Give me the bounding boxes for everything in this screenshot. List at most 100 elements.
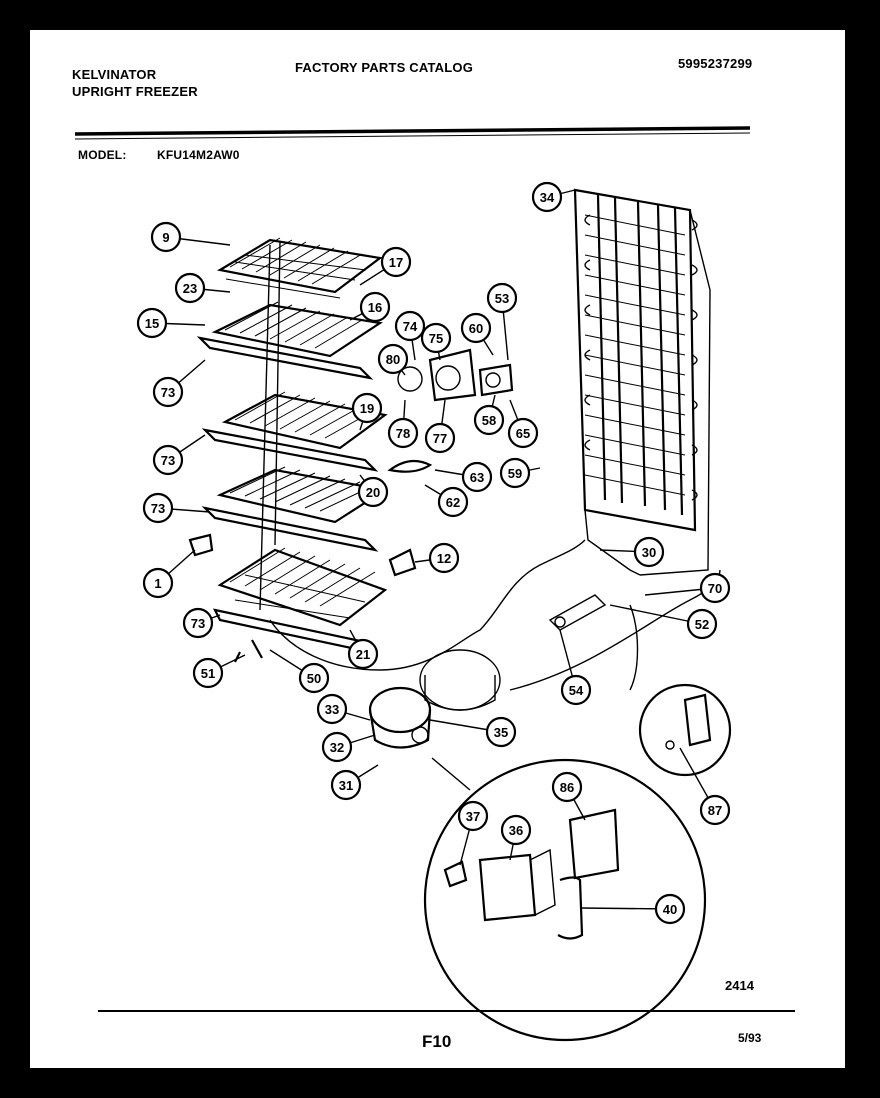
callout-label-30: 30 — [642, 545, 656, 560]
callout-bubble-20 — [357, 476, 389, 508]
callout-label-54: 54 — [569, 683, 584, 698]
part-86 — [568, 808, 620, 880]
part-37 — [443, 860, 468, 888]
callout-bubble-86 — [551, 771, 583, 803]
callout-bubble-1 — [142, 567, 174, 599]
callout-label-32: 32 — [330, 740, 344, 755]
callout-label-37: 37 — [466, 809, 480, 824]
callout-bubble-31 — [330, 769, 362, 801]
shelf-5 — [212, 547, 388, 654]
callout-label-36: 36 — [509, 823, 523, 838]
tubing — [269, 539, 586, 671]
callout-bubble-51 — [192, 657, 224, 689]
callout-bubble-58 — [473, 404, 505, 436]
callout-bubble-65 — [507, 417, 539, 449]
callout-bubble-73 — [152, 444, 184, 476]
callout-bubble-59 — [499, 457, 531, 489]
callout-label-73: 73 — [161, 453, 175, 468]
callout-label-87: 87 — [708, 803, 722, 818]
callout-bubble-34 — [531, 181, 563, 213]
callout-label-78: 78 — [396, 426, 410, 441]
callout-bubble-19 — [351, 392, 383, 424]
callout-bubble-30 — [633, 536, 665, 568]
callout-bubble-80 — [377, 343, 409, 375]
relay-part-36 — [478, 853, 537, 922]
callout-bubble-74 — [394, 310, 426, 342]
callout-label-23: 23 — [183, 281, 197, 296]
callout-label-73: 73 — [161, 385, 175, 400]
catalog-title: FACTORY PARTS CATALOG — [295, 60, 474, 75]
shelf-4 — [201, 466, 388, 552]
callout-label-70: 70 — [708, 581, 722, 596]
callout-bubble-33 — [316, 693, 348, 725]
callout-bubble-75 — [420, 322, 452, 354]
callout-bubble-15 — [136, 307, 168, 339]
callout-bubble-9 — [150, 221, 182, 253]
part-1-clip — [188, 533, 214, 557]
callout-bubble-54 — [560, 674, 592, 706]
callout-bubble-37 — [457, 800, 489, 832]
callout-label-16: 16 — [368, 300, 382, 315]
callout-label-62: 62 — [446, 495, 460, 510]
callout-label-58: 58 — [482, 413, 496, 428]
callout-bubble-73 — [182, 607, 214, 639]
callout-bubble-32 — [321, 731, 353, 763]
brand-label: KELVINATOR — [72, 67, 157, 82]
callout-bubble-12 — [428, 542, 460, 574]
callout-label-20: 20 — [366, 485, 380, 500]
shelf-group — [196, 237, 388, 654]
callout-label-75: 75 — [429, 331, 443, 346]
header-rule — [74, 126, 751, 136]
inset-electrical-parts — [423, 758, 707, 1042]
callout-bubble-23 — [174, 272, 206, 304]
shelf-3 — [201, 391, 388, 472]
callout-label-80: 80 — [386, 352, 400, 367]
shelf-1 — [216, 237, 383, 299]
callout-bubble-52 — [686, 608, 718, 640]
shelf-2 — [196, 301, 383, 380]
callout-label-31: 31 — [339, 778, 353, 793]
callout-bubble-77 — [424, 422, 456, 454]
part-62-coil — [387, 459, 433, 473]
part-40 — [557, 876, 584, 940]
callout-bubble-70 — [699, 572, 731, 604]
compressor — [368, 649, 501, 749]
callout-label-12: 12 — [437, 551, 451, 566]
callout-bubble-60 — [460, 312, 492, 344]
callout-label-74: 74 — [403, 319, 418, 334]
callout-label-51: 51 — [201, 666, 215, 681]
callout-bubble-62 — [437, 486, 469, 518]
callout-label-60: 60 — [469, 321, 483, 336]
callout-label-34: 34 — [540, 190, 555, 205]
callout-bubble-36 — [500, 814, 532, 846]
fan-motor-assembly — [397, 348, 514, 402]
revision-date: 5/93 — [738, 1031, 762, 1045]
callout-label-52: 52 — [695, 617, 709, 632]
callout-label-9: 9 — [162, 230, 169, 245]
callout-bubble-63 — [461, 461, 493, 493]
callout-bubble-53 — [486, 282, 518, 314]
catalog-number: 5995237299 — [678, 56, 753, 71]
callout-label-65: 65 — [516, 426, 530, 441]
callout-label-17: 17 — [389, 255, 403, 270]
model-value: KFU14M2AW0 — [157, 148, 240, 162]
callout-label-73: 73 — [151, 501, 165, 516]
callout-label-1: 1 — [154, 576, 161, 591]
callout-label-53: 53 — [495, 291, 509, 306]
evaporator-coil — [573, 188, 711, 576]
callout-bubble-78 — [387, 417, 419, 449]
callout-bubble-73 — [152, 376, 184, 408]
header-rule-thin — [74, 132, 751, 140]
callout-bubble-50 — [298, 662, 330, 694]
callout-label-86: 86 — [560, 780, 574, 795]
callout-bubble-35 — [485, 716, 517, 748]
callout-label-59: 59 — [508, 466, 522, 481]
callout-leader-52 — [609, 604, 703, 625]
model-label: MODEL: — [78, 148, 127, 162]
parts-catalog-page: KELVINATOR UPRIGHT FREEZER FACTORY PARTS… — [30, 30, 845, 1068]
product-label: UPRIGHT FREEZER — [72, 84, 198, 99]
drawing-number: 2414 — [725, 978, 755, 993]
inset-defrost-part — [638, 683, 732, 777]
